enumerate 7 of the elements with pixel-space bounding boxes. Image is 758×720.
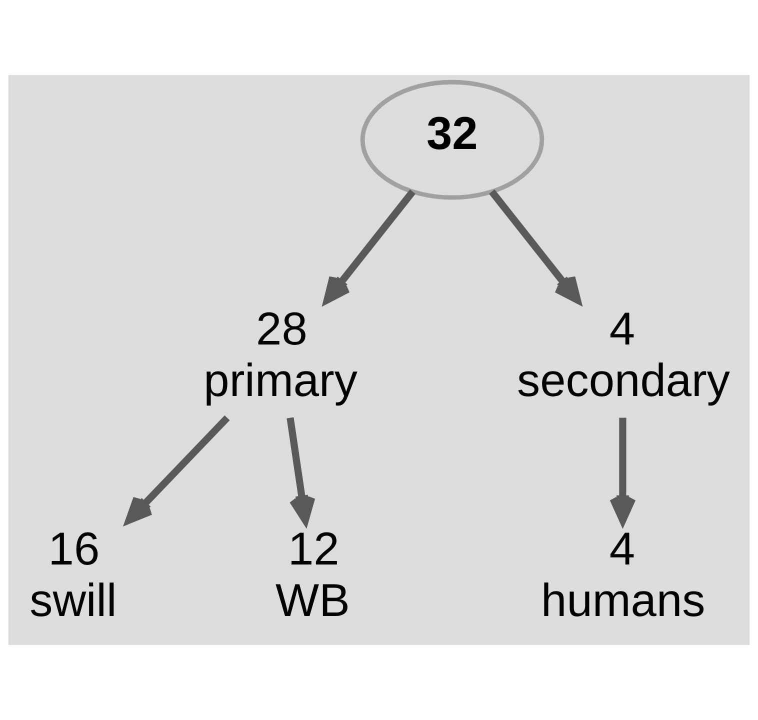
node-ellipse: 32 [360,80,544,200]
node-text: 12 WB [276,522,350,626]
node-text: 16 swill [30,522,117,626]
node-text: 28 primary [204,302,358,406]
arrow [125,415,230,524]
node-text: 4 secondary [517,302,730,406]
node-text: 4 humans [541,522,706,626]
